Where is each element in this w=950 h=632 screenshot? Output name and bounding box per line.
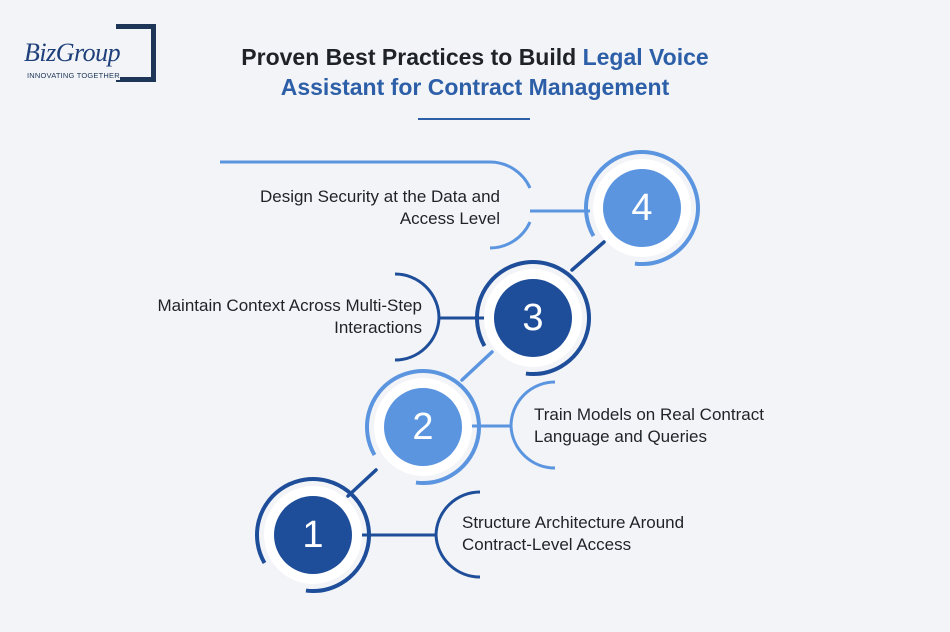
step-2-circle [365, 369, 481, 485]
step-4-number: 4 [631, 187, 653, 229]
title-underline [418, 118, 530, 120]
pill-4 [220, 160, 590, 250]
step-2-number: 2 [412, 406, 434, 448]
step-2-line-2: Language and Queries [534, 427, 707, 446]
connectors [346, 240, 606, 498]
logo-tagline: INNOVATING TOGETHER [27, 71, 120, 80]
step-1-line-2: Contract-Level Access [462, 535, 632, 554]
step-2-label: Train Models on Real Contract Language a… [534, 404, 834, 448]
bizgroup-logo: BizGroup INNOVATING TOGETHER [24, 24, 156, 84]
step-3-circle [475, 260, 591, 376]
step-2-line-1: Train Models on Real Contract [534, 405, 764, 424]
title-part-1: Proven Best Practices to Build [241, 44, 583, 70]
logo-frame-bottom [116, 77, 126, 82]
title-part-3: Assistant for Contract Management [280, 74, 670, 100]
title-part-2: Legal Voice [582, 44, 709, 70]
step-4-circle [583, 150, 700, 266]
step-4-line-2: Access Level [399, 209, 500, 228]
step-1-label: Structure Architecture Around Contract-L… [462, 512, 762, 556]
step-3-label: Maintain Context Across Multi-Step Inter… [92, 295, 422, 339]
step-1-line-1: Structure Architecture Around [462, 513, 685, 532]
step-4-line-1: Design Security at the Data and [259, 187, 500, 206]
step-3-line-2: Interactions [334, 318, 422, 337]
step-1-circle [255, 477, 371, 593]
pill-1 [362, 490, 760, 579]
page-title: Proven Best Practices to Build Legal Voi… [175, 42, 775, 102]
logo-frame [122, 24, 156, 82]
step-4-label: Design Security at the Data and Access L… [200, 186, 500, 230]
step-3-line-1: Maintain Context Across Multi-Step [157, 296, 422, 315]
pill-2 [465, 380, 815, 470]
logo-frame-top [116, 24, 126, 29]
logo-wordmark: BizGroup [24, 38, 123, 68]
step-1-number: 1 [302, 514, 324, 556]
step-3-number: 3 [522, 297, 544, 339]
